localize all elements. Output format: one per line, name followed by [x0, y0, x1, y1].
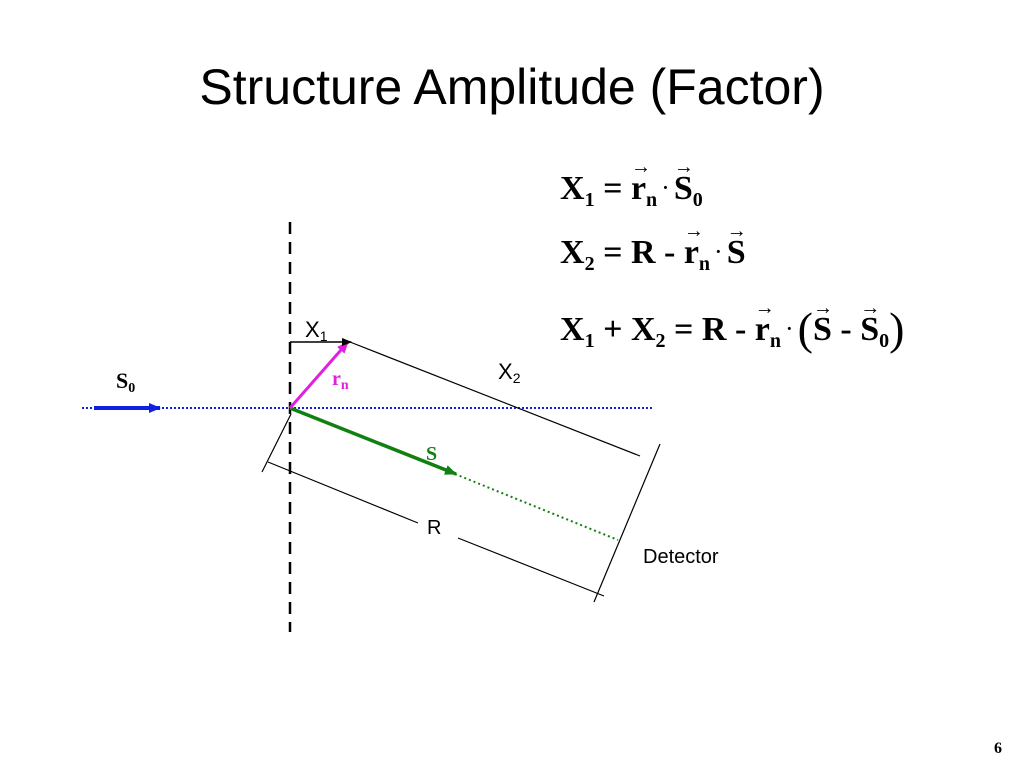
eq3-plus: +	[603, 311, 623, 348]
eq2-x: X	[560, 234, 585, 271]
eq2-minus: -	[664, 234, 676, 271]
eq3-close-paren: )	[889, 303, 905, 354]
eq3-open-paren: (	[797, 303, 813, 354]
eq2-dot: ·	[714, 237, 723, 266]
eq3-sub2: 2	[655, 330, 666, 352]
eq3-dot: ·	[784, 314, 794, 343]
label-rn: rn	[332, 368, 349, 393]
label-detector: Detector	[643, 546, 719, 568]
eq3-s-vector: S	[812, 298, 832, 348]
label-s: S	[426, 443, 437, 465]
eq3-r: r	[754, 311, 770, 348]
eq1-r-vector: r	[630, 157, 647, 207]
eq1-sub-n: n	[646, 189, 658, 211]
s-arrow	[289, 406, 457, 476]
eq2-equals: =	[603, 234, 623, 271]
rn-arrow	[288, 341, 350, 409]
eq3-s0: S	[860, 311, 880, 348]
r-dimension-line-right	[457, 537, 605, 597]
eq1-sub0: 0	[692, 189, 703, 211]
r-left-tick	[261, 413, 292, 473]
eq3-x1: X	[560, 311, 585, 348]
eq2-r-vector: r	[683, 221, 699, 271]
detector-line	[593, 443, 661, 603]
eq2-R: R	[630, 234, 656, 271]
eq1-equals: =	[603, 170, 623, 207]
label-x2: X2	[498, 359, 521, 386]
eq3-minus: -	[734, 311, 747, 348]
eq2-s: S	[726, 234, 746, 271]
eq2-sub2: 2	[584, 253, 595, 275]
r-dimension-line-left	[267, 461, 419, 524]
eq1-s-vector: S	[673, 157, 693, 207]
eq3-equals: =	[674, 311, 694, 348]
page-number: 6	[994, 740, 1002, 757]
eq1-s: S	[673, 170, 693, 207]
eq2-r: r	[683, 234, 699, 271]
scattered-beam-dotted-line	[454, 473, 619, 541]
eq3-sub0: 0	[879, 330, 890, 352]
label-s0: S0	[116, 368, 135, 396]
eq2-s-vector: S	[726, 221, 746, 271]
eq3-s0-vector: S	[860, 298, 880, 348]
eq1-dot: ·	[661, 173, 670, 202]
label-r: R	[427, 517, 441, 539]
eq3-minus2: -	[840, 311, 852, 348]
eq3-r-vector: r	[754, 298, 770, 348]
eq1-x: X	[560, 170, 585, 207]
label-x1: X1	[305, 317, 328, 344]
eq3-R: R	[701, 311, 727, 348]
eq3-x2: X	[630, 311, 656, 348]
equation-x2: X2 = R - rn·S	[560, 221, 746, 275]
eq1-sub1: 1	[584, 189, 595, 211]
slide-title: Structure Amplitude (Factor)	[199, 59, 825, 115]
x2-line	[349, 341, 641, 457]
eq3-sub-n: n	[769, 330, 781, 352]
eq3-sub1: 1	[584, 330, 595, 352]
eq2-sub-n: n	[698, 253, 711, 275]
equation-x1: X1 = rn·S0	[560, 157, 703, 211]
eq1-r: r	[630, 170, 647, 207]
eq3-s: S	[812, 311, 832, 348]
equation-sum: X1 + X2 = R - rn·(S - S0)	[560, 298, 905, 354]
